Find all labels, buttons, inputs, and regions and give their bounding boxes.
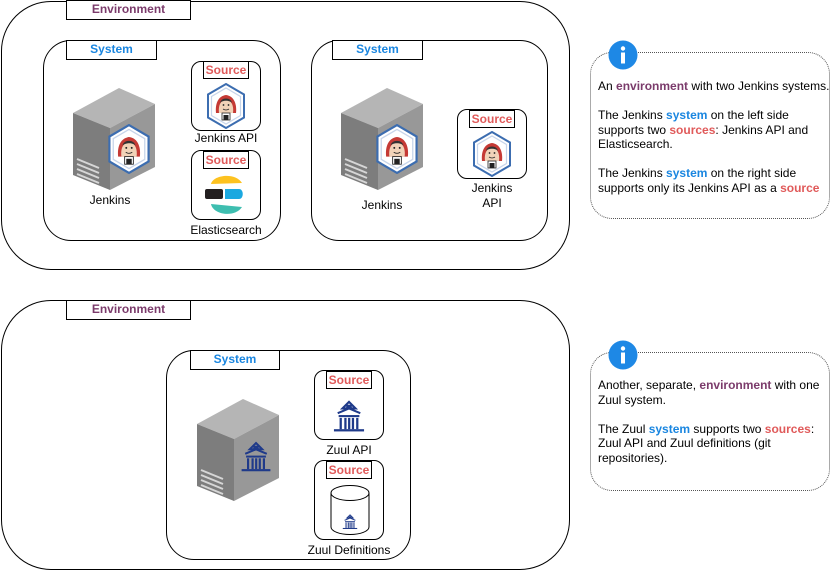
info-icon [608, 40, 638, 70]
database-cylinder-icon [329, 484, 371, 536]
source-elasticsearch-tag: Source [203, 151, 249, 169]
note-1-paragraph-3: The Jenkins system on the right side sup… [598, 166, 820, 195]
jenkins-logo-icon [205, 83, 247, 129]
environment-1-label: Environment [66, 0, 191, 20]
info-icon [608, 340, 638, 370]
zuul-logo-icon [330, 400, 368, 432]
source-jenkins-api-label-line1: Jenkins [471, 181, 513, 195]
source-zuul-definitions-label: Zuul Definitions [307, 543, 391, 557]
note-2-paragraph-2: The Zuul system supports two sources: Zu… [598, 421, 815, 465]
source-jenkins-api-label-line2: API [482, 196, 502, 210]
system-jenkins-right-label: System [332, 40, 423, 60]
jenkins-logo-icon [106, 124, 152, 174]
info-note-2-text: Another, separate, environment with one … [598, 378, 826, 480]
source-zuul-api-tag: Source [326, 371, 372, 389]
zuul-logo-icon [238, 441, 274, 472]
info-note-2 [590, 352, 830, 491]
info-note-1 [590, 52, 830, 219]
elasticsearch-logo-icon [205, 173, 245, 217]
note-1-paragraph-1: An environment with two Jenkins systems. [598, 79, 830, 93]
jenkins-logo-icon [374, 124, 420, 174]
source-jenkins-api-tag: Source [203, 61, 249, 79]
source-jenkins-api-label: Jenkins API [194, 131, 258, 145]
system-zuul-label: System [190, 350, 280, 370]
jenkins-logo-icon [471, 131, 513, 177]
source-zuul-definitions-tag: Source [326, 461, 372, 479]
jenkins-server-label: Jenkins [361, 198, 403, 212]
environment-2-label: Environment [66, 300, 191, 320]
note-1-paragraph-2: The Jenkins system on the left side supp… [598, 108, 809, 151]
system-jenkins-left-label: System [66, 40, 157, 60]
jenkins-server-label: Jenkins [89, 193, 131, 207]
source-jenkins-api-tag: Source [469, 110, 515, 128]
source-zuul-api-label: Zuul API [326, 443, 372, 457]
note-2-paragraph-1: Another, separate, environment with one … [598, 378, 820, 407]
info-note-1-text: An environment with two Jenkins systems.… [598, 79, 831, 210]
source-elasticsearch-label: Elasticsearch [190, 223, 262, 237]
